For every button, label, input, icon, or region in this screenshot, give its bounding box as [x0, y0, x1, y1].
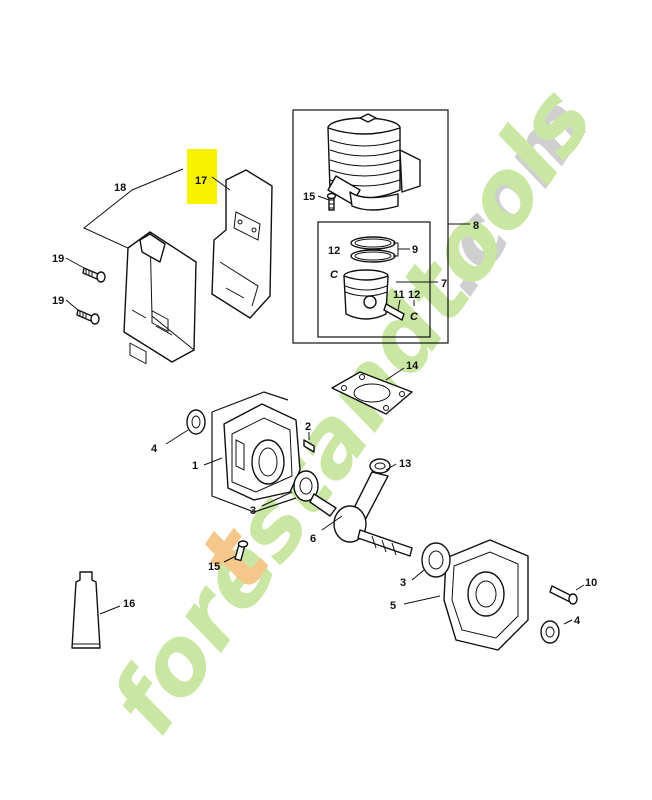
piston[interactable] [343, 269, 389, 320]
callout-19b: 19 [52, 295, 64, 307]
crankshaft[interactable] [309, 471, 413, 557]
callout-9: 7 [441, 278, 447, 290]
callout-13: 13 [399, 458, 411, 470]
callout-1: 1 [192, 460, 198, 472]
callout-2: 2 [305, 421, 311, 433]
sealant-tube[interactable] [71, 571, 121, 649]
highlight-box [187, 149, 217, 204]
callout-19a: 19 [52, 253, 64, 265]
circlip-symbol-b: C [410, 311, 419, 323]
callout-6: 6 [310, 533, 316, 545]
crankcase-half[interactable] [223, 403, 301, 501]
piston-rings[interactable] [350, 236, 396, 263]
callout-16: 16 [123, 598, 135, 610]
crankcase-right[interactable] [443, 539, 529, 651]
crankcase-right-group [403, 539, 585, 651]
screw-7[interactable] [549, 585, 578, 605]
callout-12b: 12 [408, 289, 420, 301]
callout-11: 11 [393, 289, 405, 301]
callout-7: 10 [585, 577, 597, 589]
callout-15a: 15 [303, 191, 315, 203]
callout-12a: 12 [328, 245, 340, 257]
gasket[interactable] [331, 367, 413, 415]
screw-19b[interactable] [76, 309, 100, 325]
piston-box [317, 221, 431, 338]
callout-labels: 17 18 19 19 15 8 9 12 7 11 12 14 2 4 1 1… [52, 175, 597, 627]
screw-15b[interactable] [223, 540, 249, 563]
callout-15b: 15 [208, 561, 220, 573]
callout-4a: 4 [151, 443, 158, 455]
screw-15a[interactable] [326, 192, 337, 211]
callout-4b: 4 [574, 615, 581, 627]
callout-14: 14 [406, 360, 419, 372]
piston-pin[interactable] [383, 303, 405, 321]
cylinder[interactable] [327, 113, 421, 211]
screw-19a[interactable] [82, 267, 106, 283]
oil-seal-4a[interactable] [186, 409, 206, 435]
crankshaft-group [309, 458, 413, 557]
cylinder-group: C C [292, 109, 470, 344]
callout-3a: 3 [250, 505, 256, 517]
needle-bearing[interactable] [369, 458, 391, 474]
muffler-group [65, 168, 273, 365]
crankcase-left-group [165, 391, 319, 513]
circlip-symbol-a: C [330, 269, 339, 281]
callout-8: 8 [473, 220, 479, 232]
oil-seal-4b[interactable] [540, 620, 560, 644]
cylinder-box [292, 109, 449, 344]
heat-shield[interactable] [211, 169, 273, 319]
dowel-pin[interactable] [303, 439, 315, 453]
callout-17: 17 [195, 175, 207, 187]
crankcase-bracket [211, 391, 297, 513]
bearing-seal-3b[interactable] [421, 542, 451, 578]
callout-10: 9 [412, 244, 418, 256]
callout-5: 5 [390, 600, 396, 612]
callout-3b: 3 [400, 577, 406, 589]
bearing-seal-3a[interactable] [293, 470, 319, 502]
callout-18: 18 [114, 182, 126, 194]
